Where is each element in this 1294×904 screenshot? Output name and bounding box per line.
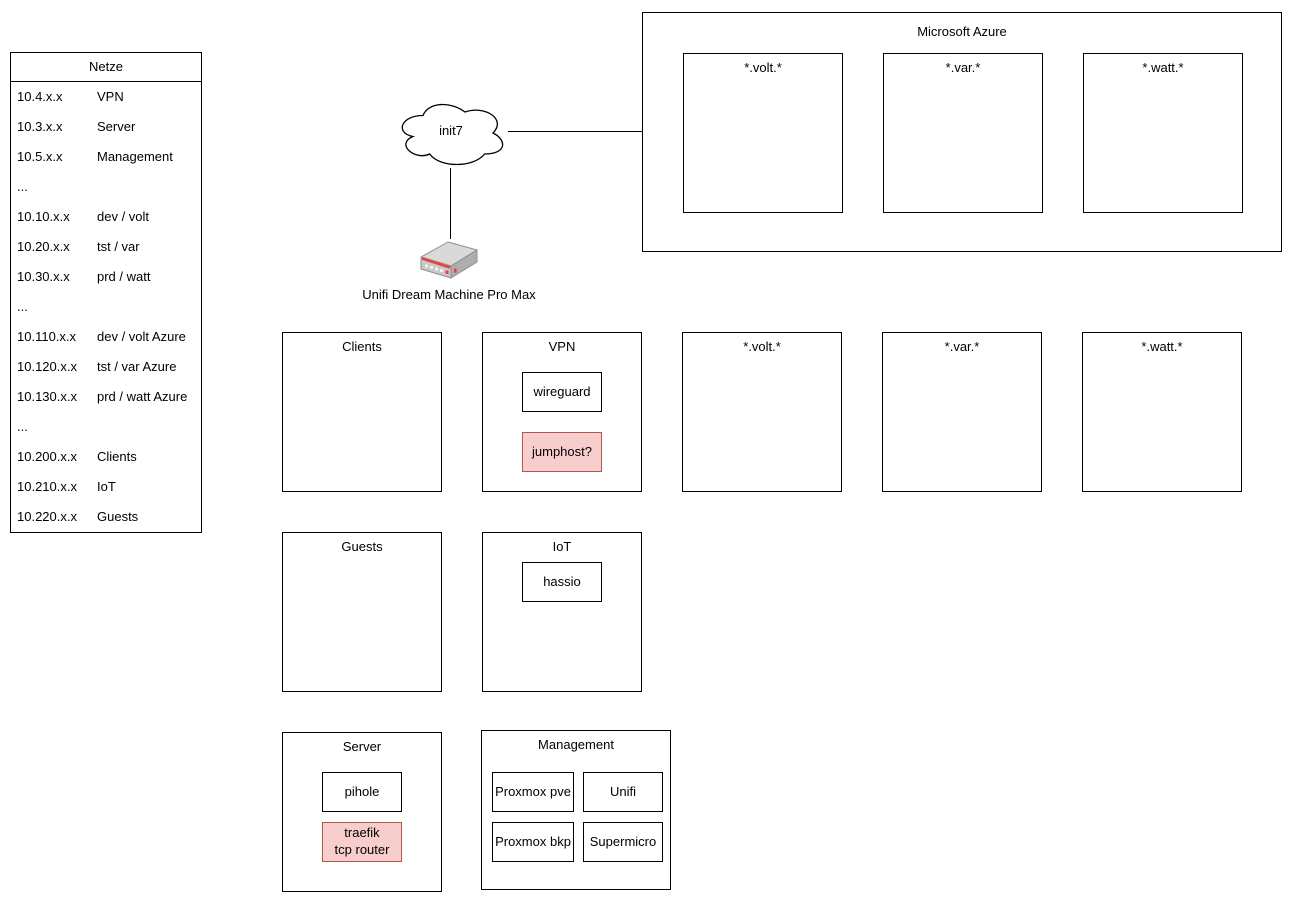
node-traefik-tcp-router: traefik tcp router <box>322 822 402 862</box>
azure-zone-var: *.var.* <box>883 53 1043 213</box>
table-row: 10.220.x.x Guests <box>11 502 201 532</box>
node-jumphost: jumphost? <box>522 432 602 472</box>
netze-row-cidr: ... <box>17 419 28 434</box>
node-unifi: Unifi <box>583 772 663 812</box>
table-row: 10.120.x.x tst / var Azure <box>11 352 201 382</box>
azure-container: Microsoft Azure *.volt.* *.var.* *.watt.… <box>642 12 1282 252</box>
zone-title: *.var.* <box>945 60 981 75</box>
node-wireguard: wireguard <box>522 372 602 412</box>
netze-row-label: tst / var <box>97 239 140 254</box>
connector-cloud-to-router <box>450 168 451 239</box>
netze-row-label: dev / volt Azure <box>97 329 186 344</box>
zone-vpn: VPN wireguard jumphost? <box>482 332 642 492</box>
node-hassio: hassio <box>522 562 602 602</box>
netze-row-label: VPN <box>97 89 124 104</box>
table-row: 10.5.x.x Management <box>11 142 201 172</box>
node-pihole: pihole <box>322 772 402 812</box>
table-row: 10.130.x.x prd / watt Azure <box>11 382 201 412</box>
zone-clients: Clients <box>282 332 442 492</box>
node-supermicro: Supermicro <box>583 822 663 862</box>
zone-title: Clients <box>342 339 382 354</box>
netze-row-label: Guests <box>97 509 139 524</box>
table-row: 10.210.x.x IoT <box>11 472 201 502</box>
zone-title: IoT <box>552 539 572 554</box>
zone-title: *.watt.* <box>1142 60 1184 75</box>
netze-row-label: tst / var Azure <box>97 359 177 374</box>
zone-server: Server pihole traefik tcp router <box>282 732 442 892</box>
table-row: 10.110.x.x dev / volt Azure <box>11 322 201 352</box>
table-row: 10.30.x.x prd / watt <box>11 262 201 292</box>
table-row: 10.20.x.x tst / var <box>11 232 201 262</box>
table-row: ... <box>11 412 201 442</box>
netze-row-label: dev / volt <box>97 209 150 224</box>
netze-row-cidr: 10.110.x.x <box>17 329 77 344</box>
zone-title: Server <box>342 739 382 754</box>
router-label: Unifi Dream Machine Pro Max <box>362 287 536 302</box>
netze-row-cidr: 10.30.x.x <box>17 269 70 284</box>
netze-row-label: IoT <box>97 479 116 494</box>
netze-row-cidr: 10.200.x.x <box>17 449 77 464</box>
connector-cloud-to-azure <box>508 131 642 132</box>
netze-table: Netze 10.4.x.x VPN 10.3.x.x Server 10.5.x.… <box>10 52 202 533</box>
table-row: ... <box>11 172 201 202</box>
zone-watt: *.watt.* <box>1082 332 1242 492</box>
zone-title: *.volt.* <box>744 60 782 75</box>
node-proxmox-bkp: Proxmox bkp <box>492 822 574 862</box>
netze-row-cidr: 10.220.x.x <box>17 509 77 524</box>
netze-row-cidr: 10.3.x.x <box>17 119 63 134</box>
zone-var: *.var.* <box>882 332 1042 492</box>
netze-row-cidr: 10.5.x.x <box>17 149 63 164</box>
router-icon <box>420 241 478 279</box>
netze-row-label: Server <box>97 119 136 134</box>
netze-table-body: 10.4.x.x VPN 10.3.x.x Server 10.5.x.x Manag… <box>11 82 201 532</box>
table-row: ... <box>11 292 201 322</box>
node-proxmox-pve: Proxmox pve <box>492 772 574 812</box>
zone-iot: IoT hassio <box>482 532 642 692</box>
netze-row-label <box>97 292 201 322</box>
azure-zone-watt: *.watt.* <box>1083 53 1243 213</box>
netze-row-cidr: 10.210.x.x <box>17 479 77 494</box>
netze-row-cidr: 10.20.x.x <box>17 239 70 254</box>
table-row: 10.200.x.x Clients <box>11 442 201 472</box>
azure-zone-volt: *.volt.* <box>683 53 843 213</box>
netze-row-cidr: 10.10.x.x <box>17 209 70 224</box>
zone-title: Guests <box>341 539 383 554</box>
zone-title: Management <box>538 737 614 752</box>
zone-title: *.volt.* <box>743 339 781 354</box>
internet-cloud-label: init7 <box>439 123 463 138</box>
netze-row-label: Management <box>97 149 173 164</box>
netze-table-title: Netze <box>11 53 201 82</box>
netze-row-label: Clients <box>97 449 137 464</box>
zone-management: Management Proxmox pve Unifi Proxmox bkp… <box>481 730 671 890</box>
netze-row-cidr: 10.130.x.x <box>17 389 77 404</box>
table-row: 10.3.x.x Server <box>11 112 201 142</box>
netze-row-label: prd / watt Azure <box>97 389 188 404</box>
zone-title: *.var.* <box>944 339 980 354</box>
table-row: 10.4.x.x VPN <box>11 82 201 112</box>
table-row: 10.10.x.x dev / volt <box>11 202 201 232</box>
zone-volt: *.volt.* <box>682 332 842 492</box>
azure-title: Microsoft Azure <box>917 24 1007 39</box>
netze-row-cidr: ... <box>17 299 28 314</box>
netze-row-cidr: 10.120.x.x <box>17 359 77 374</box>
zone-guests: Guests <box>282 532 442 692</box>
netze-row-cidr: 10.4.x.x <box>17 89 63 104</box>
netze-row-label <box>97 172 201 202</box>
zone-title: VPN <box>548 339 576 354</box>
zone-title: *.watt.* <box>1141 339 1183 354</box>
netze-row-label: prd / watt <box>97 269 151 284</box>
cloud-icon <box>401 103 504 166</box>
netze-row-label <box>97 412 201 442</box>
netze-row-cidr: ... <box>17 179 28 194</box>
